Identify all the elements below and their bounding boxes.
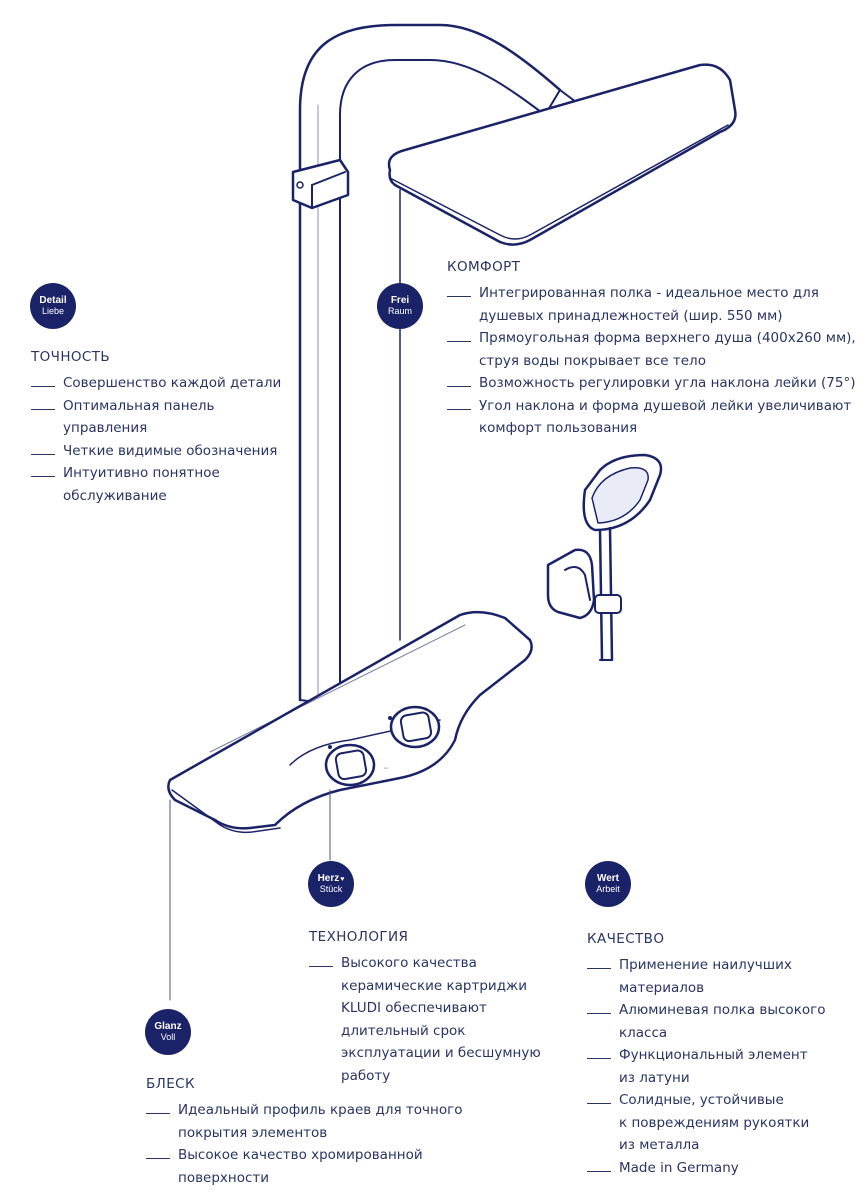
- list-item-line: Солидные, устойчивые: [619, 1092, 784, 1108]
- badge-line1: Detail: [39, 295, 67, 306]
- list-item-line: класса: [619, 1024, 668, 1041]
- list-item-line: из латуни: [619, 1069, 690, 1086]
- svg-text:◦◦: ◦◦: [384, 766, 388, 772]
- list-item-line: Угол наклона и форма душевой лейки увели…: [479, 397, 852, 414]
- head-shower-plate: [387, 63, 737, 246]
- list-item-line: Интегрированная полка - идеальное место …: [479, 285, 819, 301]
- feature-list: Интегрированная полка - идеальное место …: [447, 282, 859, 440]
- badge-line2: Arbeit: [596, 884, 620, 894]
- list-item: Солидные, устойчивые к повреждениям рукоя…: [587, 1089, 847, 1157]
- list-item: Прямоугольная форма верхнего душа (400х2…: [447, 327, 859, 372]
- hand-shower: [546, 453, 663, 662]
- badge-wert-arbeit: Wert Arbeit: [585, 861, 631, 907]
- list-item-line: управления: [63, 420, 148, 436]
- badge-herz-stueck: Herz♥ Stück: [308, 861, 354, 907]
- badge-line2: Stück: [319, 884, 343, 894]
- badge-frei-raum: Frei Raum: [377, 283, 423, 329]
- list-item-line: керамические картриджи: [341, 977, 527, 994]
- list-item-line: материалов: [619, 979, 705, 996]
- list-item-line: душевых принадлежностей (шир. 550 мм): [479, 307, 783, 324]
- list-item: Высокое качество хромированной поверхност…: [146, 1144, 486, 1189]
- badge-detail-liebe: Detail Liebe: [30, 283, 76, 329]
- section-heading: ТОЧНОСТЬ: [31, 349, 111, 365]
- list-item: Четкие видимые обозначения: [31, 440, 301, 463]
- list-item: Функциональный элемент из латуни: [587, 1044, 847, 1089]
- section-heading: БЛЕСК: [146, 1076, 195, 1092]
- list-item: Угол наклона и форма душевой лейки увели…: [447, 395, 859, 440]
- temperature-knob: [324, 743, 376, 787]
- section-heading: КАЧЕСТВО: [587, 931, 665, 947]
- flow-knob: [389, 705, 441, 749]
- list-item: Идеальный профиль краев для точного покры…: [146, 1099, 486, 1144]
- section-tehnologia: ТЕХНОЛОГИЯ Высокого качества керамические…: [309, 928, 559, 1087]
- list-item: Интегрированная полка - идеальное место …: [447, 282, 859, 327]
- section-heading: КОМФОРТ: [447, 259, 521, 275]
- feature-list: Идеальный профиль краев для точного покры…: [146, 1099, 486, 1189]
- list-item: Оптимальная панель управления: [31, 395, 301, 440]
- list-item: Совершенство каждой детали: [31, 372, 301, 395]
- list-item: Made in Germany: [587, 1157, 847, 1180]
- list-item: Интуитивно понятное обслуживание: [31, 462, 301, 507]
- list-item-line: из металла: [619, 1137, 700, 1153]
- list-item-line: комфорт пользования: [479, 420, 638, 436]
- list-item-line: Функциональный элемент: [619, 1047, 808, 1063]
- list-item-line: покрытия элементов: [178, 1124, 328, 1141]
- section-komfort: КОМФОРТ Интегрированная полка - идеально…: [447, 258, 859, 440]
- list-item-line: длительный срок: [341, 1022, 466, 1039]
- list-item-line: работу: [341, 1067, 391, 1084]
- badge-line2: Liebe: [41, 306, 65, 316]
- list-item-line: струя воды покрывает все тело: [479, 352, 706, 369]
- shower-pole-inner: [339, 59, 546, 706]
- list-item-line: Идеальный профиль краев для точного: [178, 1102, 463, 1118]
- badge-line1: Frei: [390, 295, 410, 306]
- section-blesk: БЛЕСК Идеальный профиль краев для точног…: [146, 1075, 486, 1189]
- list-item-line: Оптимальная панель: [63, 397, 215, 414]
- badge-line1: Wert: [596, 873, 620, 884]
- shower-pole-outer: [298, 23, 562, 702]
- list-item-line: KLUDI обеспечивают: [341, 1000, 487, 1016]
- thermostat-shelf: [167, 610, 533, 830]
- list-item-line: Высокое качество хромированной: [178, 1147, 423, 1163]
- list-item-line: Прямоугольная форма верхнего душа (400х2…: [479, 330, 856, 346]
- list-item: Применение наилучших материалов: [587, 954, 847, 999]
- list-item-line: поверхности: [178, 1169, 270, 1186]
- section-heading: ТЕХНОЛОГИЯ: [309, 929, 409, 945]
- badge-line2: Raum: [387, 306, 412, 316]
- list-item: Возможность регулировки угла наклона лей…: [447, 372, 859, 395]
- badge-line1: Herz: [317, 873, 340, 884]
- list-item: Алюминевая полка высокого класса: [587, 999, 847, 1044]
- badge-line1: Glanz: [154, 1021, 182, 1032]
- list-item-line: Совершенство каждой детали: [63, 375, 282, 391]
- list-item-line: Высокого качества: [341, 955, 477, 971]
- list-item-line: Применение наилучших: [619, 957, 792, 973]
- list-item-line: эксплуатации и бесшумную: [341, 1045, 541, 1061]
- heart-icon: ♥: [340, 876, 345, 883]
- badge-glanz-voll: Glanz Voll: [145, 1009, 191, 1055]
- list-item-line: Made in Germany: [619, 1159, 739, 1176]
- list-item-line: обслуживание: [63, 487, 167, 504]
- pole-clamp: [291, 158, 350, 210]
- badge-line2: Voll: [160, 1032, 176, 1042]
- list-item-line: Четкие видимые обозначения: [63, 442, 278, 459]
- list-item-line: Возможность регулировки угла наклона лей…: [479, 375, 856, 391]
- list-item-line: Алюминевая полка высокого: [619, 1002, 826, 1018]
- list-item-line: Интуитивно понятное: [63, 465, 220, 481]
- list-item-line: к повреждениям рукоятки: [619, 1114, 810, 1131]
